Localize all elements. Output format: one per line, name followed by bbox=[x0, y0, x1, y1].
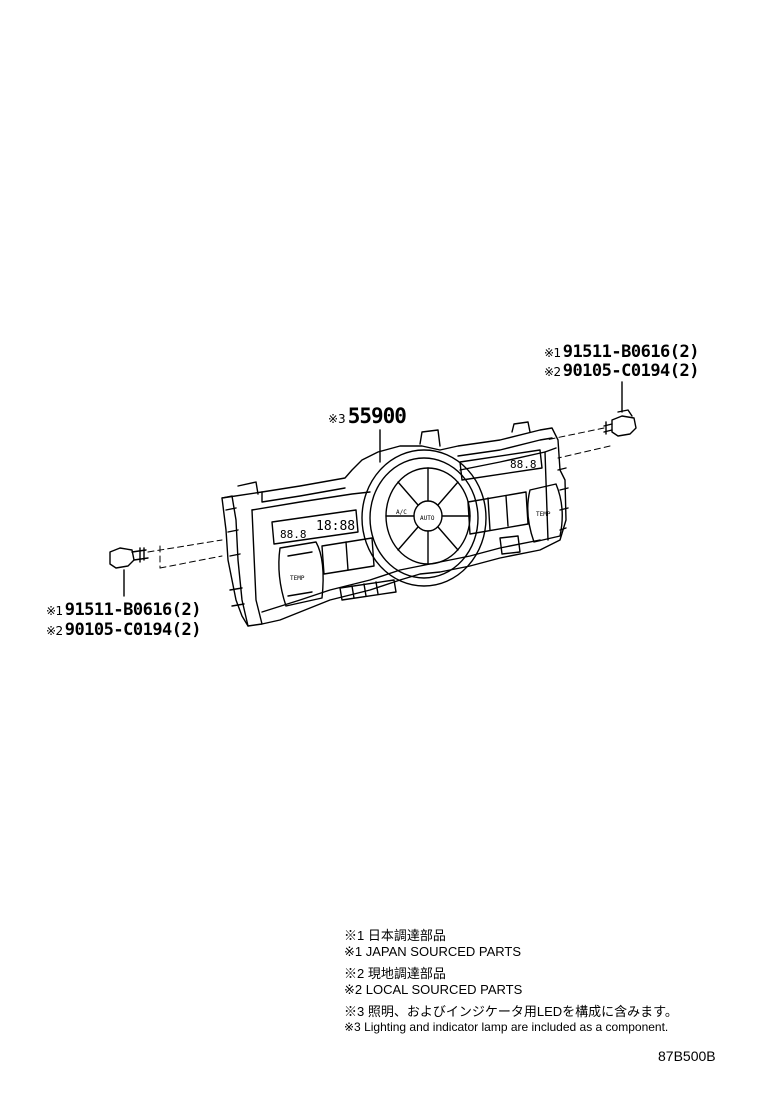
dashed-line-left-top bbox=[147, 539, 223, 553]
note-1-jp: ※1 日本調達部品 bbox=[344, 928, 446, 943]
auto-label: AUTO bbox=[420, 515, 435, 522]
dashed-line-right-top bbox=[545, 427, 605, 441]
note-2-jp: ※2 現地調達部品 bbox=[344, 966, 446, 981]
note-2-en: ※2 LOCAL SOURCED PARTS bbox=[344, 982, 523, 997]
right-display-text: 88.8 bbox=[510, 458, 537, 471]
temp-right-label: TEMP bbox=[536, 511, 551, 518]
note-3-jp: ※3 照明、およびインジケータ用LEDを構成に含みます。 bbox=[344, 1004, 678, 1019]
clock-text: 18:88 bbox=[316, 519, 355, 534]
dashed-line-right-bottom bbox=[557, 445, 611, 459]
climate-control-panel bbox=[221, 421, 569, 627]
bolt-left bbox=[109, 547, 149, 569]
diagram-id: 87B500B bbox=[658, 1048, 716, 1064]
callout-main-part: ※355900 bbox=[328, 404, 407, 428]
center-dial bbox=[361, 449, 487, 587]
note-3-en: ※3 Lighting and indicator lamp are inclu… bbox=[344, 1020, 669, 1034]
note-1-en: ※1 JAPAN SOURCED PARTS bbox=[344, 944, 522, 959]
bolt-right bbox=[603, 409, 637, 437]
ac-label: A/C bbox=[396, 509, 407, 516]
left-display-text: 88.8 bbox=[280, 528, 307, 541]
temp-left-label: TEMP bbox=[290, 575, 305, 582]
dashed-line-left-bottom bbox=[159, 555, 223, 569]
